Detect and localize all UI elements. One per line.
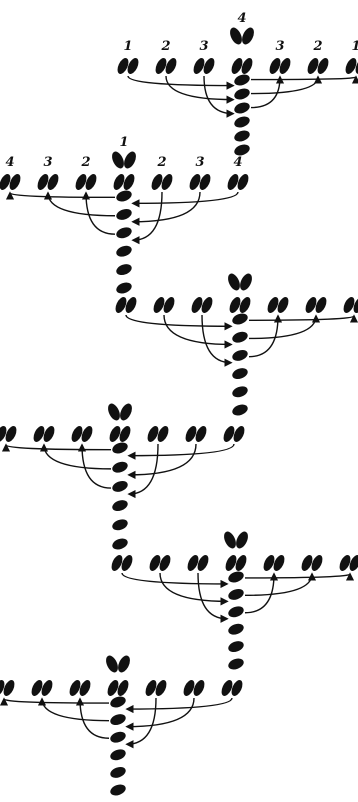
arc-arrow [10, 193, 115, 197]
arc-arrow [133, 192, 162, 240]
arc-arrow [204, 76, 233, 114]
top-bead [118, 402, 135, 423]
branch-number-label: 1 [351, 39, 358, 54]
branch-number-label: 3 [195, 155, 204, 170]
stem-bead [109, 765, 127, 780]
arc-arrow [133, 192, 200, 222]
stem-bead [227, 622, 245, 637]
stem-bead [111, 517, 129, 532]
top-bead [110, 150, 127, 171]
branch-number-label: 4 [233, 155, 242, 170]
stem-bead [109, 747, 127, 762]
arc-arrow [86, 193, 115, 234]
stem-bead [233, 101, 251, 116]
arc-arrow [198, 573, 227, 619]
arc-arrow [82, 445, 111, 488]
arc-arrow [245, 574, 274, 613]
arc-arrow [6, 445, 111, 450]
arc-arrow [251, 77, 356, 80]
branch-number-label: 1 [123, 39, 132, 54]
stem-bead [111, 479, 129, 494]
motif-3 [113, 272, 358, 418]
top-bead [222, 530, 239, 551]
motif-2: 4 3 2 1 2 3 4 [0, 135, 251, 295]
branch-number-label: 2 [160, 39, 170, 54]
arc-arrow [129, 444, 196, 475]
arc-arrow [127, 698, 194, 727]
stem-bead [109, 712, 127, 727]
arc-arrow [122, 573, 227, 584]
stem-bead [233, 115, 251, 130]
stem-bead [115, 225, 133, 240]
motif-1: 1 2 3 4 3 2 1 [115, 11, 358, 157]
stem-bead [233, 87, 251, 102]
branch-bead [343, 56, 358, 75]
arc-arrow [128, 76, 233, 86]
stem-bead [115, 244, 133, 259]
arc-arrow [164, 315, 231, 344]
top-bead [238, 272, 255, 293]
arc-arrow [166, 76, 233, 100]
top-bead [104, 654, 121, 675]
arc-arrow [80, 699, 109, 738]
stem-bead [111, 441, 129, 456]
branch-number-label: 1 [119, 135, 128, 150]
stem-bead [109, 783, 127, 798]
motif-4 [0, 402, 247, 552]
top-bead [226, 272, 243, 293]
stem-bead [227, 570, 245, 585]
branch-number-label: 4 [237, 11, 246, 26]
stem-bead [227, 657, 245, 672]
arc-arrow [127, 698, 232, 709]
stem-bead [115, 207, 133, 222]
top-bead [116, 654, 133, 675]
stem-bead [109, 730, 127, 745]
top-bead [234, 530, 251, 551]
stem-bead [233, 73, 251, 88]
stem-bead [231, 348, 249, 363]
arc-arrow [127, 698, 156, 744]
stem-bead [111, 498, 129, 513]
top-bead [240, 26, 257, 47]
arc-arrow [249, 316, 354, 320]
top-bead [122, 150, 139, 171]
stem-bead [231, 366, 249, 381]
stem-bead [115, 281, 133, 296]
stem-bead [227, 604, 245, 619]
branch-number-label: 3 [43, 155, 52, 170]
arc-arrow [129, 444, 158, 494]
arc-arrow [160, 573, 227, 601]
stem-bead [115, 262, 133, 277]
motif-group: 1 2 3 4 3 2 1 4 3 2 1 2 3 4 [0, 11, 358, 797]
stem-bead [231, 384, 249, 399]
branch-number-label: 4 [5, 155, 14, 170]
stem-bead [231, 403, 249, 418]
branch-number-label: 3 [275, 39, 284, 54]
stem-bead [231, 312, 249, 327]
arc-arrow [249, 316, 278, 357]
stem-bead [111, 460, 129, 475]
stem-bead [233, 129, 251, 144]
motif-6 [0, 654, 245, 798]
branch-number-label: 2 [312, 39, 322, 54]
stem-bead [231, 330, 249, 345]
stem-bead [227, 587, 245, 602]
arc-arrow [202, 315, 231, 363]
top-bead [106, 402, 123, 423]
branch-number-label: 2 [156, 155, 166, 170]
stem-bead [109, 695, 127, 710]
stem-bead [111, 537, 129, 552]
motif-5 [109, 530, 358, 672]
arc-arrow [126, 315, 231, 326]
arc-arrow [129, 444, 234, 456]
stem-bead [115, 189, 133, 204]
top-bead [228, 26, 245, 47]
arc-arrow [245, 574, 350, 578]
stem-bead [227, 639, 245, 654]
branch-number-label: 2 [80, 155, 90, 170]
branch-number-label: 3 [199, 39, 208, 54]
arc-arrow [133, 192, 238, 203]
arc-arrow [4, 699, 109, 703]
